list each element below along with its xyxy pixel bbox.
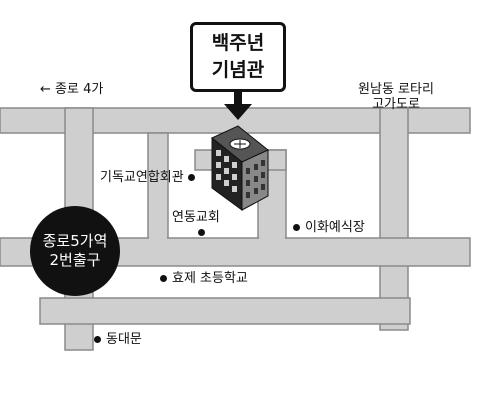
road-church-vertical	[147, 132, 169, 239]
building-icon	[211, 125, 269, 211]
label-hyoje-school: 효제 초등학교	[160, 271, 248, 286]
building-name-line2: 기념관	[211, 59, 265, 81]
building-callout: 백주년 기념관	[190, 22, 286, 92]
christian-hall-text: 기독교연합회관	[100, 170, 184, 185]
label-christian-hall: 기독교연합회관	[100, 170, 195, 185]
road-east-vertical	[379, 107, 409, 331]
label-dongdaemun: 동대문	[94, 332, 142, 347]
station-exit: 2번출구	[49, 251, 101, 269]
pointer-arrow	[224, 92, 252, 120]
label-wonnamdong-line1: 원남동 로타리	[358, 82, 434, 97]
building-name-line1: 백주년	[211, 32, 265, 54]
marker-dot-icon	[293, 224, 300, 231]
label-wonnamdong: 원남동 로타리 고가도로	[336, 82, 456, 112]
hyoje-school-text: 효제 초등학교	[172, 271, 248, 286]
label-wonnamdong-line2: 고가도로	[372, 97, 420, 112]
ewha-hall-text: 이화예식장	[305, 220, 365, 235]
station-name: 종로5가역	[42, 232, 108, 250]
label-yeondong-church: 연동교회	[172, 210, 220, 225]
marker-dot-icon	[94, 336, 101, 343]
label-ewha-hall: 이화예식장	[293, 220, 365, 235]
dongdaemun-text: 동대문	[106, 332, 142, 347]
station-badge: 종로5가역 2번출구	[30, 206, 120, 296]
marker-dot-icon	[198, 229, 205, 236]
label-jongno4ga: ← 종로 4가	[40, 82, 104, 97]
marker-dot-icon	[160, 275, 167, 282]
marker-dot-icon	[187, 174, 195, 181]
road-south-horizontal	[39, 297, 411, 325]
